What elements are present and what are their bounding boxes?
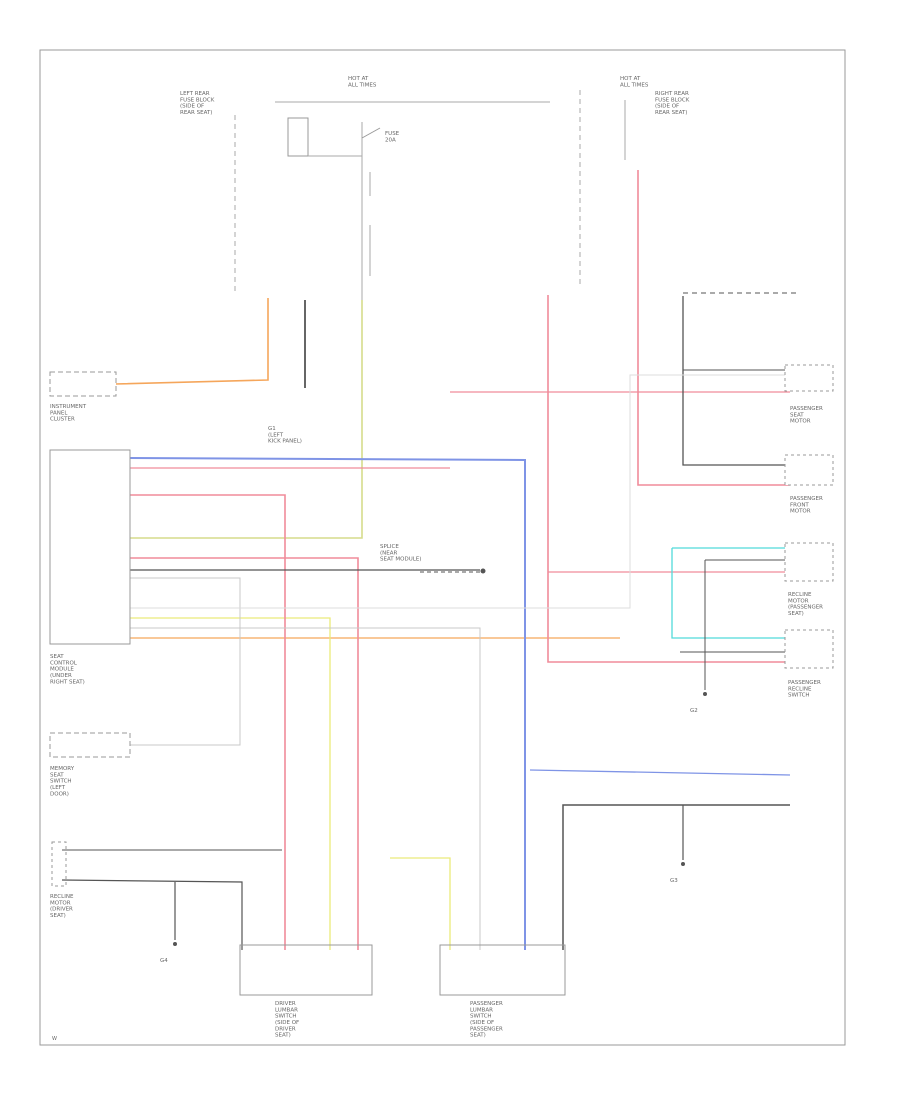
driver-lumbar-switch-box [239,944,373,996]
ground-g2-label: G2 [690,708,698,714]
ground-g2-symbol [703,692,707,696]
recline-motor-left-box [51,841,67,887]
wires [61,170,800,950]
passenger-seat-motor-box [784,364,834,392]
memory-seat-switch-box [49,732,131,758]
ground-g3-label: G3 [670,878,678,884]
passenger-lumbar-switch-box [439,944,566,996]
top-switch [361,127,381,139]
relay-box [287,117,309,157]
footer-code: W [52,1036,57,1042]
ground-g4-symbol [173,942,177,946]
recline-motor-right-box [784,542,834,582]
ground-g4-label: G4 [160,958,168,964]
instrument-panel-box [49,371,117,397]
seat-control-module-box [49,449,131,645]
passenger-front-motor-box [784,454,834,486]
ground-g3-symbol [681,862,685,866]
splice-point [480,568,486,574]
passenger-recline-switch-box [784,629,834,669]
diagram-frame [39,49,846,1046]
